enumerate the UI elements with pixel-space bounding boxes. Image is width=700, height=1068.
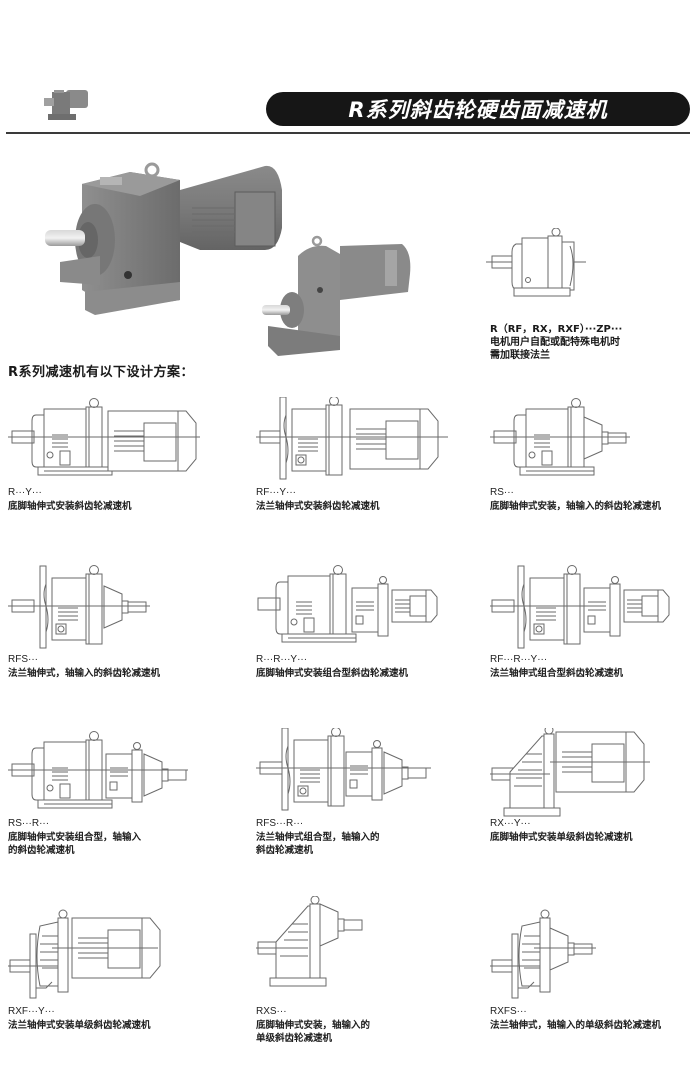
rx-y-drawing — [490, 728, 650, 817]
variant-r-r-y: R···R···Y··· 底脚轴伸式安装组合型斜齿轮减速机 — [256, 564, 481, 680]
variant-desc: 底脚轴伸式安装单级斜齿轮减速机 — [490, 832, 633, 843]
zp-desc-line: 电机用户自配或配特殊电机时 — [490, 337, 620, 348]
rfs-drawing — [8, 565, 150, 649]
variant-rxs: RXS··· 底脚轴伸式安装，轴输入的 单级斜齿轮减速机 — [256, 896, 481, 1045]
variant-code: RS···R··· — [8, 818, 50, 829]
r-y-drawing — [8, 398, 200, 476]
page-title: R系列斜齿轮硬齿面减速机 — [348, 98, 608, 122]
zp-desc-line: 需加联接法兰 — [490, 350, 550, 361]
rxf-y-drawing — [8, 909, 161, 999]
variant-code: R···Y··· — [8, 487, 42, 498]
variant-code: RS··· — [490, 487, 514, 498]
variant-rfs-r: RFS···R··· 法兰轴伸式组合型，轴输入的 斜齿轮减速机 — [256, 728, 481, 857]
rxs-drawing — [256, 896, 363, 987]
variant-rx-y: RX···Y··· 底脚轴伸式安装单级斜齿轮减速机 — [490, 728, 700, 844]
variant-rs: RS··· 底脚轴伸式安装，轴输入的斜齿轮减速机 — [490, 397, 700, 513]
variant-desc: 法兰轴伸式组合型斜齿轮减速机 — [490, 668, 624, 679]
variant-desc: 的斜齿轮减速机 — [8, 845, 75, 856]
variant-r-y: R···Y··· 底脚轴伸式安装斜齿轮减速机 — [8, 397, 233, 513]
variant-desc: 底脚轴伸式安装，轴输入的斜齿轮减速机 — [490, 501, 662, 512]
page-title-banner: R系列斜齿轮硬齿面减速机 — [266, 92, 690, 126]
variant-desc: 底脚轴伸式安装组合型，轴输入 — [8, 832, 142, 843]
variant-rfs: RFS··· 法兰轴伸式，轴输入的斜齿轮减速机 — [8, 564, 233, 680]
section-title: R系列减速机有以下设计方案： — [8, 365, 195, 380]
variant-rxf-y: RXF···Y··· 法兰轴伸式安装单级斜齿轮减速机 — [8, 896, 233, 1032]
variant-desc: 底脚轴伸式安装，轴输入的 — [256, 1020, 371, 1031]
r-r-y-drawing — [257, 565, 438, 643]
variant-code: RFS···R··· — [256, 818, 304, 829]
variant-desc: 法兰轴伸式，轴输入的单级斜齿轮减速机 — [490, 1020, 662, 1031]
zp-caption: R（RF，RX，RXF）···ZP··· 电机用户自配或配特殊电机时 需加联接法… — [490, 323, 695, 362]
variant-code: RF···Y··· — [256, 487, 296, 498]
zp-code: R（RF，RX，RXF）···ZP··· — [490, 324, 623, 335]
rxfs-drawing — [490, 909, 596, 999]
variant-rf-y: RF···Y··· 法兰轴伸式安装斜齿轮减速机 — [256, 397, 481, 513]
rs-r-drawing — [8, 731, 188, 809]
variant-code: RFS··· — [8, 654, 38, 665]
helical-gear-motor-product-photo — [40, 150, 420, 360]
zp-flange-adapter-drawing — [486, 227, 602, 304]
header-divider — [6, 132, 690, 134]
variant-desc: 底脚轴伸式安装组合型斜齿轮减速机 — [256, 668, 409, 679]
variant-desc: 单级斜齿轮减速机 — [256, 1033, 333, 1044]
variant-code: RXFS··· — [490, 1006, 527, 1017]
variant-desc: 斜齿轮减速机 — [256, 845, 314, 856]
variant-desc: 法兰轴伸式组合型，轴输入的 — [256, 832, 380, 843]
gear-motor-thumbnail-icon — [40, 84, 92, 126]
variant-desc: 法兰轴伸式，轴输入的斜齿轮减速机 — [8, 668, 161, 679]
variant-rs-r: RS···R··· 底脚轴伸式安装组合型，轴输入 的斜齿轮减速机 — [8, 728, 233, 857]
variant-code: RF···R···Y··· — [490, 654, 548, 665]
variant-code: RXF···Y··· — [8, 1006, 55, 1017]
variant-desc: 法兰轴伸式安装斜齿轮减速机 — [256, 501, 380, 512]
variant-rf-r-y: RF···R···Y··· 法兰轴伸式组合型斜齿轮减速机 — [490, 564, 700, 680]
variant-rxfs: RXFS··· 法兰轴伸式，轴输入的单级斜齿轮减速机 — [490, 896, 700, 1032]
variant-desc: 法兰轴伸式安装单级斜齿轮减速机 — [8, 1020, 151, 1031]
variant-code: RXS··· — [256, 1006, 287, 1017]
variant-code: R···R···Y··· — [256, 654, 308, 665]
rfs-r-drawing — [256, 728, 431, 811]
rs-drawing — [490, 398, 630, 476]
variant-desc: 底脚轴伸式安装斜齿轮减速机 — [8, 501, 132, 512]
variant-code: RX···Y··· — [490, 818, 531, 829]
rf-y-drawing — [256, 397, 448, 480]
rf-r-y-drawing — [490, 565, 670, 649]
